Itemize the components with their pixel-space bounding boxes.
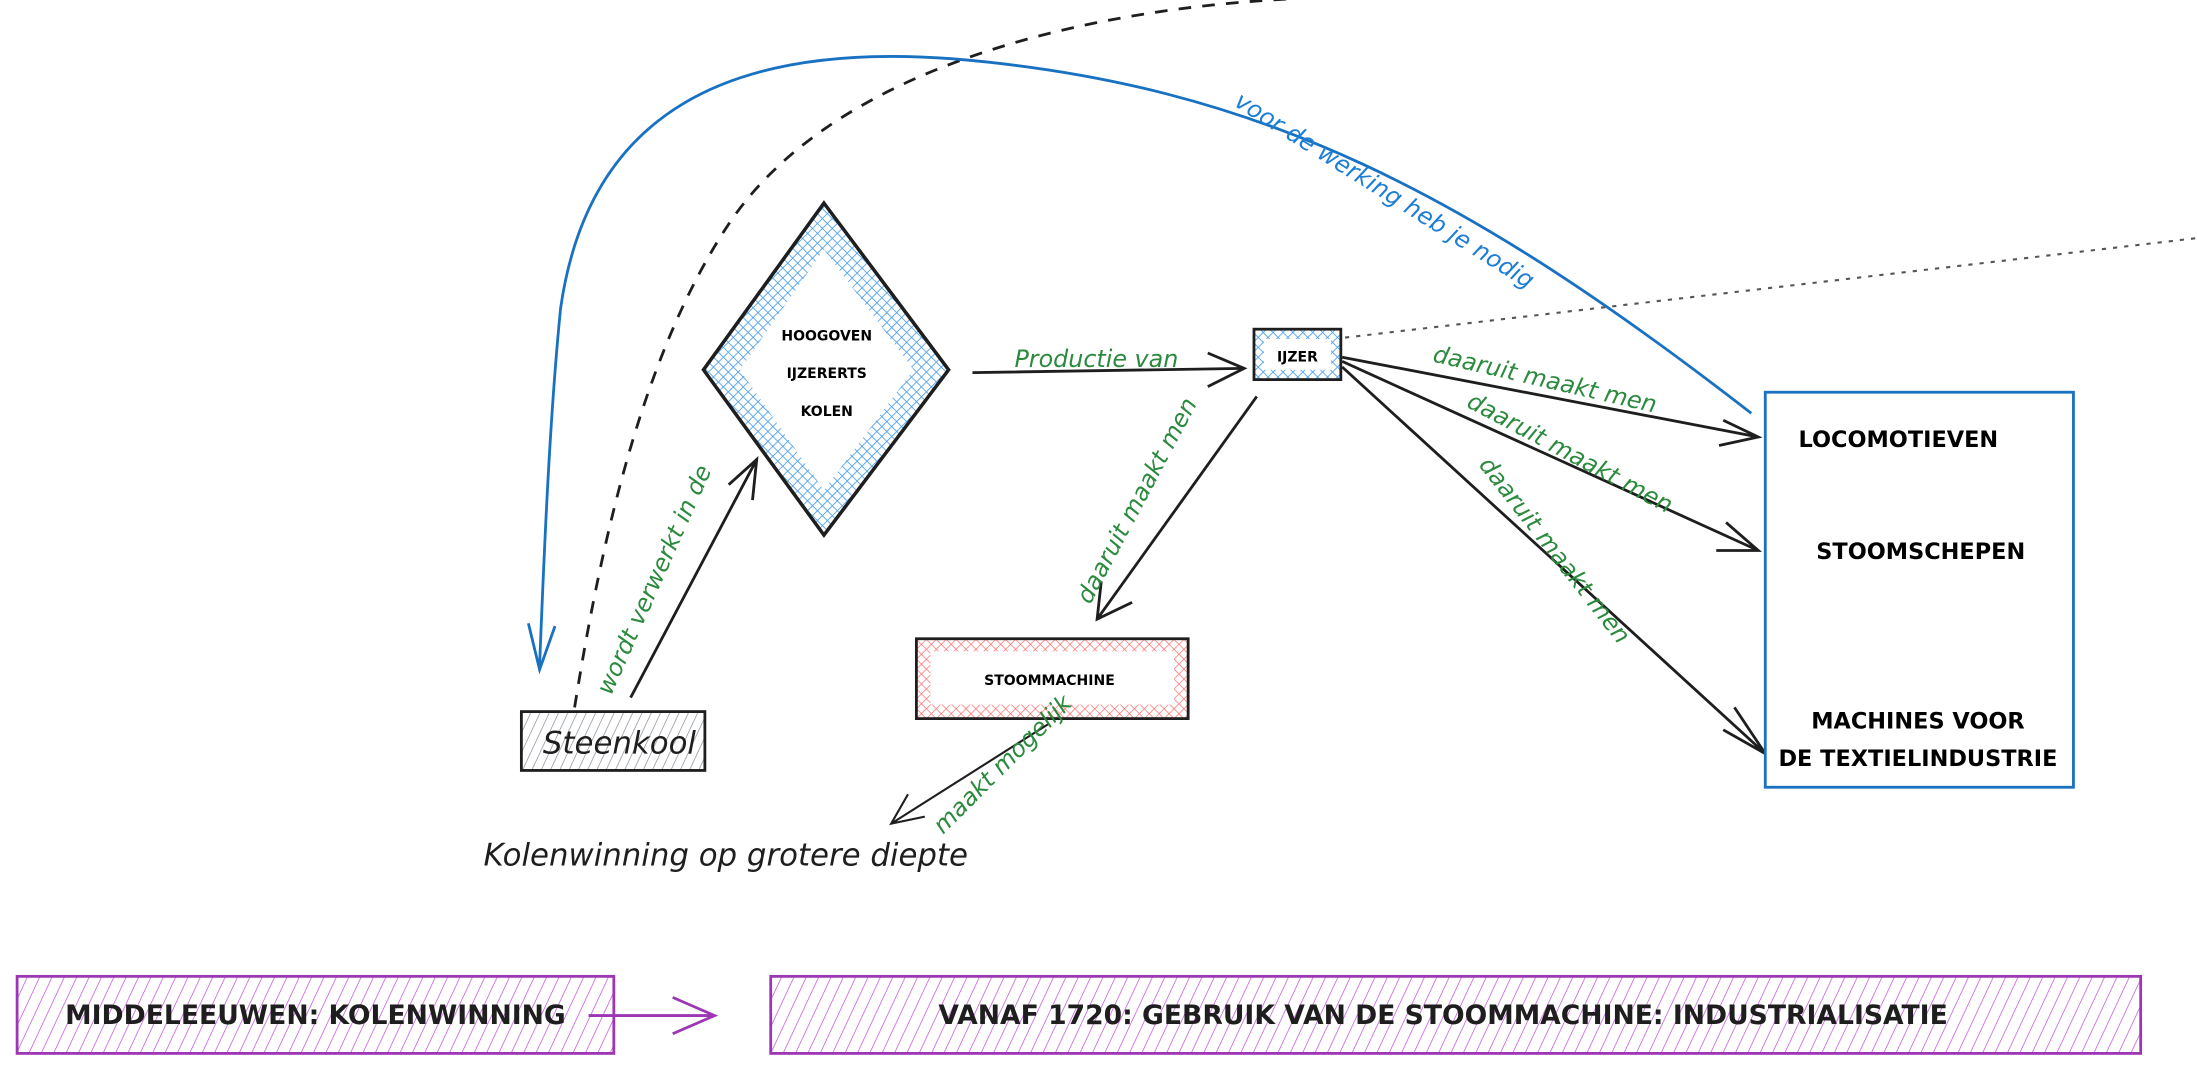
hoogoven-line-1: HOOGOVEN	[781, 328, 872, 344]
arrow-to-stoommachine	[1095, 395, 1258, 622]
product-locomotieven: LOCOMOTIEVEN	[1799, 427, 1999, 453]
label-productie-van: Productie van	[1014, 345, 1178, 373]
product-machines-line-1: MACHINES VOOR	[1811, 708, 2024, 734]
timeline-right[interactable]: VANAF 1720: GEBRUIK VAN DE STOOMMACHINE:…	[769, 974, 2143, 1055]
timeline-left[interactable]: MIDDELEEUWEN: KOLENWINNING	[15, 974, 616, 1055]
label-wordt-verwerkt: wordt verwerkt in de	[591, 461, 717, 699]
label-voor-de-werking: voor de werking heb je nodig	[1230, 86, 1540, 294]
ijzer-label: IJZER	[1277, 349, 1318, 365]
node-steenkool[interactable]: Steenkool	[519, 710, 707, 772]
arrow-head-blue	[527, 623, 557, 675]
hoogoven-line-3: KOLEN	[801, 404, 853, 420]
dotted-connector	[1344, 237, 2197, 339]
arrow-wordt-verwerkt	[629, 455, 759, 699]
arrow-to-stoomschepen	[1341, 360, 1763, 552]
node-stoommachine[interactable]: STOOMMACHINE	[914, 637, 1190, 720]
node-products[interactable]: LOCOMOTIEVEN STOOMSCHEPEN MACHINES VOOR …	[1763, 390, 2075, 789]
hoogoven-line-2: IJZERERTS	[787, 366, 867, 382]
node-ijzer[interactable]: IJZER	[1252, 327, 1343, 382]
steenkool-label: Steenkool	[543, 726, 697, 762]
arrow-voor-de-werking	[538, 55, 1753, 666]
node-kolenwinning[interactable]: Kolenwinning op grotere diepte	[484, 838, 968, 874]
product-machines-line-2: DE TEXTIELINDUSTRIE	[1778, 746, 2057, 772]
timeline-right-label: VANAF 1720: GEBRUIK VAN DE STOOMMACHINE:…	[938, 1000, 1947, 1031]
timeline-arrow	[588, 996, 719, 1036]
product-stoomschepen: STOOMSCHEPEN	[1816, 539, 2025, 565]
node-hoogoven[interactable]: HOOGOVEN IJZERERTS KOLEN	[701, 200, 951, 539]
arrow-to-locomotieven	[1341, 355, 1763, 447]
arrow-productie-van	[972, 351, 1248, 388]
arrow-maakt-mogelijk	[889, 723, 1049, 826]
stoommachine-label: STOOMMACHINE	[984, 673, 1115, 689]
dashed-connector	[573, 0, 1298, 708]
timeline-left-label: MIDDELEEUWEN: KOLENWINNING	[65, 1000, 566, 1031]
